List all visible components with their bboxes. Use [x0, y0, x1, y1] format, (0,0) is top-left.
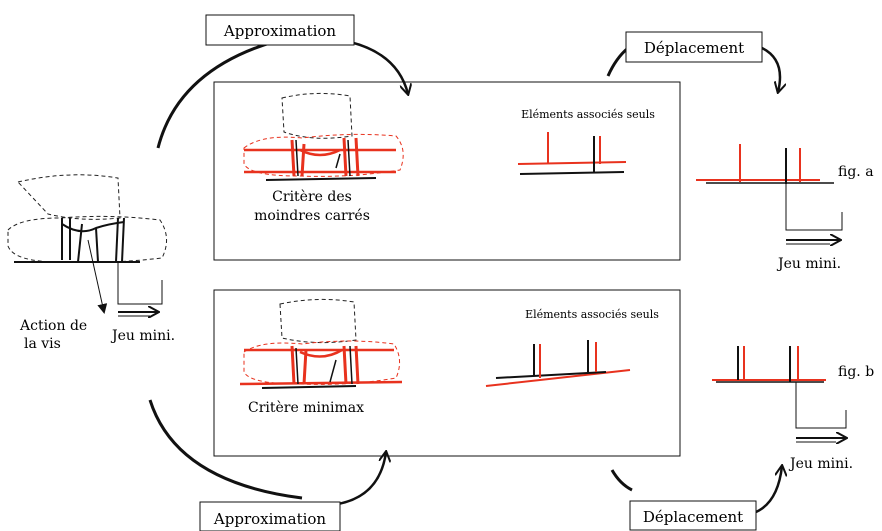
assoc-top-label: Eléments associés seuls [521, 108, 655, 121]
arrow-depl-bottom [755, 466, 782, 514]
action-label-line1: Action de [19, 318, 87, 334]
curve-depl-top [606, 46, 629, 77]
crit-lsq-line1: Critère des [272, 189, 352, 205]
approx-bottom-box: Approximation [199, 501, 341, 531]
crit-lsq-line2: moindres carrés [254, 208, 370, 224]
approx-bottom-label: Approximation [213, 510, 327, 528]
fig-a-label: fig. a [838, 164, 874, 180]
approx-top-box: Approximation [205, 14, 355, 46]
crit-minimax-label: Critère minimax [248, 400, 364, 416]
panel-bottom [213, 289, 681, 457]
curve-top-left [156, 34, 297, 149]
left-workpiece-sketch [7, 174, 167, 316]
panel-top [213, 81, 681, 261]
curve-depl-bottom [610, 469, 633, 492]
bottom-panel-sketch [239, 298, 403, 389]
jeu-label-left: Jeu mini. [110, 328, 175, 344]
top-panel-sketch [243, 92, 404, 181]
approx-top-label: Approximation [223, 22, 337, 40]
jeu-label-b: Jeu mini. [788, 456, 853, 472]
curve-bottom-left [148, 399, 303, 500]
assoc-elements-bottom [485, 340, 631, 387]
action-label-line2: la vis [24, 336, 61, 352]
arrow-depl-top [761, 46, 780, 92]
depl-top-box: Déplacement [625, 31, 763, 63]
depl-bottom-label: Déplacement [643, 508, 743, 526]
fig-b-label: fig. b [838, 364, 874, 380]
arrow-approx-bottom [337, 452, 386, 506]
assoc-elements-top [517, 132, 627, 175]
fig-b-sketch [712, 346, 846, 442]
depl-bottom-box: Déplacement [629, 500, 757, 531]
jeu-label-a: Jeu mini. [776, 256, 841, 272]
fig-a-sketch [696, 144, 843, 244]
assoc-bottom-label: Eléments associés seuls [525, 308, 659, 321]
arrow-approx-top [349, 40, 408, 94]
depl-top-label: Déplacement [644, 39, 744, 57]
